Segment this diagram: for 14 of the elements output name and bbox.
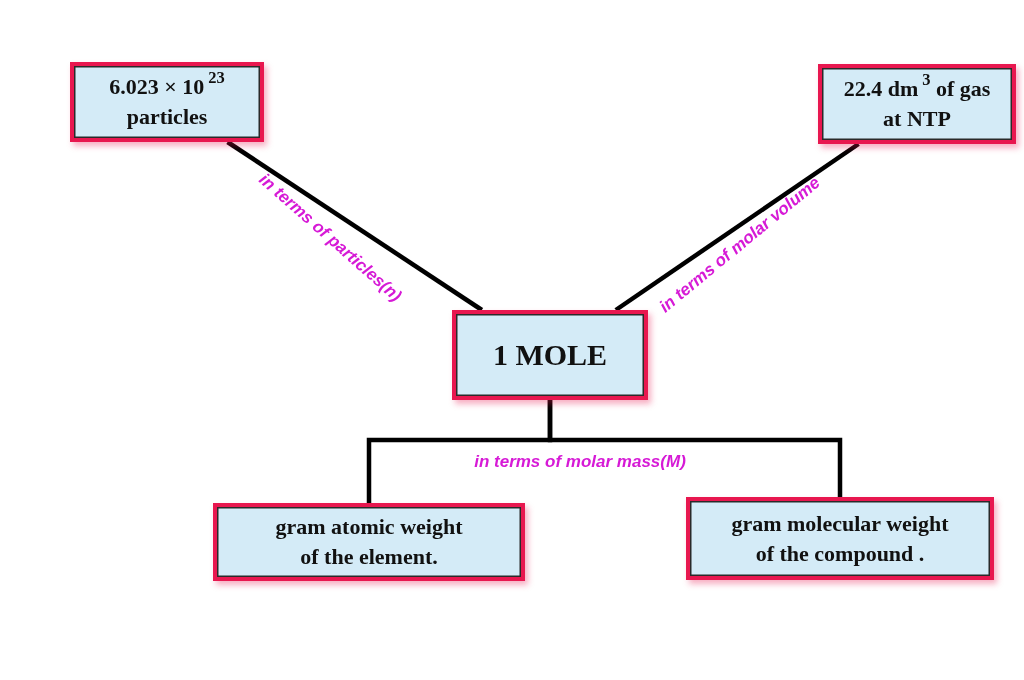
box-text: 22.4 dm$^{3}$ of gas at NTP [842,74,992,133]
concept-box [686,497,994,580]
edge-label: in terms of molar mass(M) [474,452,686,472]
connector-line [547,400,843,497]
concept-box [213,503,525,581]
concept-box [818,64,1016,144]
connector-line [614,142,860,312]
central-concept-box [452,310,648,400]
concept-box [70,62,264,142]
box-text: gram atomic weight of the element. [274,513,464,571]
connector-line [226,140,484,312]
box-text: 1 MOLE [492,336,608,373]
box-text: 6.023 × 10$^{23}$ particles [108,72,226,131]
box-text: gram molecular weight of the compound . [730,509,950,568]
